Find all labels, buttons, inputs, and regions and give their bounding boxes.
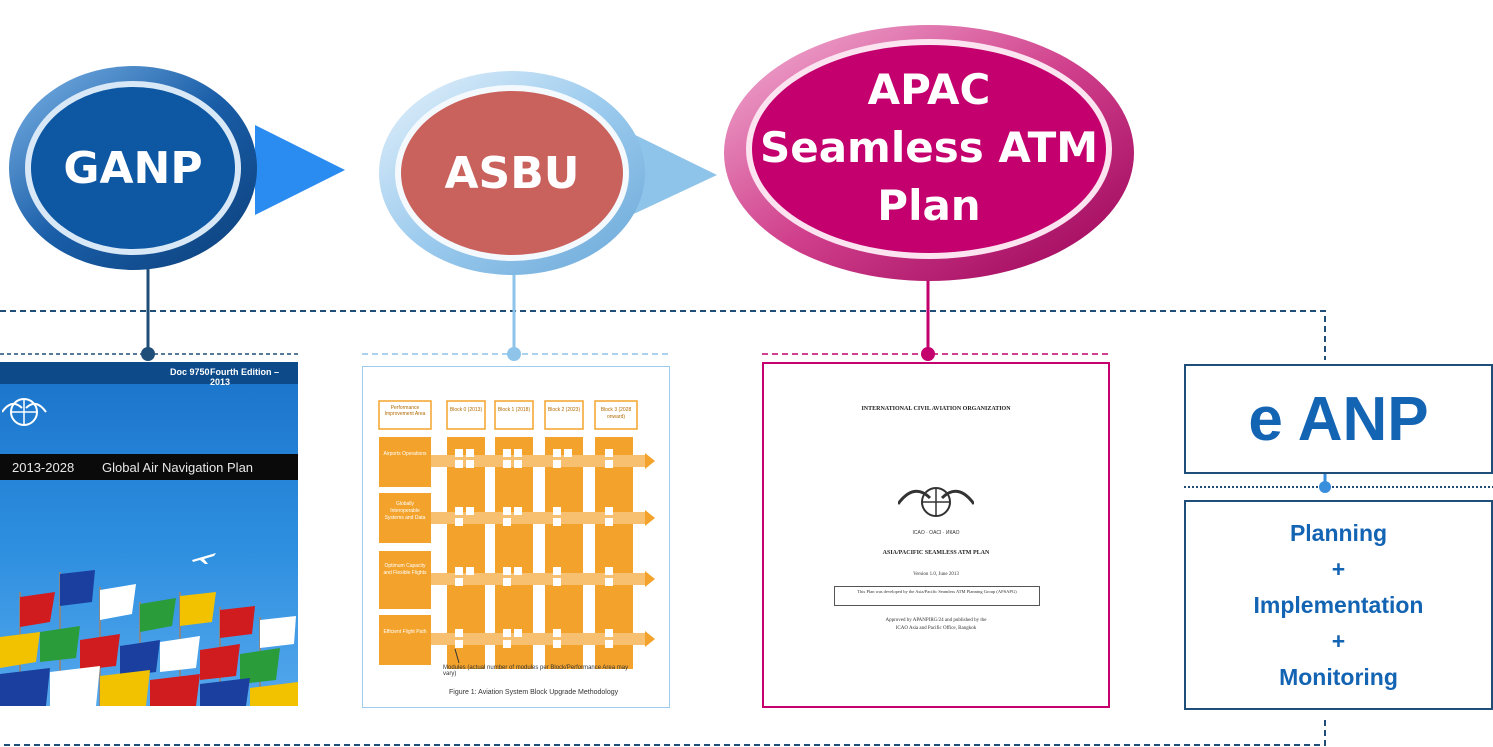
eanp-detail-box: Planning + Implementation + Monitoring	[1184, 500, 1493, 710]
arrow-asbu-to-apac	[625, 130, 717, 218]
eanp-monitoring: Monitoring	[1279, 664, 1398, 690]
ganp-oval-shape	[9, 66, 257, 270]
apac-doc-approved-2: ICAO Asia and Pacific Office, Bangkok	[895, 626, 977, 631]
asbu-document: Performance Improvement Area Block 0 (20…	[362, 366, 670, 708]
eanp-plus-2: +	[1331, 628, 1346, 654]
eanp-implementation: Implementation	[1253, 592, 1424, 618]
apac-label-line1: APAC	[867, 65, 991, 114]
apac-node: APAC Seamless ATM Plan	[722, 22, 1136, 284]
apac-label-line3: Plan	[877, 181, 981, 230]
asbu-diagram	[378, 400, 655, 669]
asbu-block-header-2: Block 2 (2023)	[547, 407, 581, 413]
ganp-doc-number: Doc 9750	[170, 367, 210, 377]
apac-doc-developed-box: This Plan was developed by the Asia/Paci…	[834, 586, 1040, 606]
apac-document: INTERNATIONAL CIVIL AVIATION ORGANIZATIO…	[762, 362, 1110, 708]
asbu-row-label-3: Efficient Flight Path	[383, 629, 427, 635]
eanp-planning: Planning	[1289, 520, 1388, 546]
airplane-icon	[192, 553, 216, 564]
eanp-title-box: e ANP	[1184, 364, 1493, 474]
apac-doc-version: Version 1.0, June 2013	[913, 572, 959, 577]
apac-doc-seal-text: ICAO · OACI · ИКАО	[912, 530, 960, 536]
apac-doc-org: INTERNATIONAL CIVIL AVIATION ORGANIZATIO…	[861, 406, 1011, 412]
asbu-modules-note: Modules (actual number of modules per Bl…	[443, 665, 629, 677]
ganp-label: GANP	[63, 142, 203, 194]
apac-doc-approved-1: Approved by APANPIRG/24 and published by…	[885, 618, 987, 623]
arrow-ganp-to-asbu	[255, 125, 345, 215]
apac-oval-shape	[724, 25, 1134, 281]
ganp-doc-title-band	[0, 454, 298, 480]
icao-emblem-icon	[2, 398, 47, 426]
apac-doc-developed-by: This Plan was developed by the Asia/Paci…	[857, 589, 1017, 594]
apac-label-line2: Seamless ATM	[759, 123, 1099, 172]
ganp-node: GANP	[6, 63, 260, 273]
asbu-block-header-3: Block 3 (2028 onward)	[600, 407, 632, 420]
flags-image	[0, 570, 298, 706]
ganp-doc-topbar	[0, 362, 298, 384]
ganp-doc-title: Global Air Navigation Plan	[102, 460, 254, 475]
apac-label: APAC Seamless ATM Plan	[722, 22, 1136, 274]
asbu-row-label-2: Optimum Capacity and Flexible Flights	[383, 563, 427, 576]
icao-seal-icon	[898, 487, 974, 517]
asbu-label: ASBU	[444, 147, 580, 199]
eanp-plus-1: +	[1331, 556, 1346, 582]
asbu-row-label-0: Airports Operations	[383, 451, 427, 457]
ganp-doc-edition: Fourth Edition – 2013	[210, 367, 279, 387]
ganp-doc-years: 2013-2028	[12, 460, 75, 475]
asbu-figure-caption: Figure 1: Aviation System Block Upgrade …	[449, 689, 619, 696]
asbu-row-label-1: Globally Interoperable Systems and Data	[384, 501, 426, 521]
asbu-block-header-1: Block 1 (2018)	[497, 407, 531, 413]
asbu-col-header-0: Performance Improvement Area	[384, 405, 426, 417]
ganp-document-cover: Doc 9750 Fourth Edition – 2013 2013-2028…	[0, 362, 298, 706]
asbu-oval-shape	[379, 71, 645, 275]
eanp-title: e ANP	[1248, 384, 1429, 454]
asbu-block-header-0: Block 0 (2013)	[449, 407, 483, 413]
apac-doc-plan-title: ASIA/PACIFIC SEAMLESS ATM PLAN	[882, 550, 990, 556]
asbu-node: ASBU	[376, 68, 648, 278]
